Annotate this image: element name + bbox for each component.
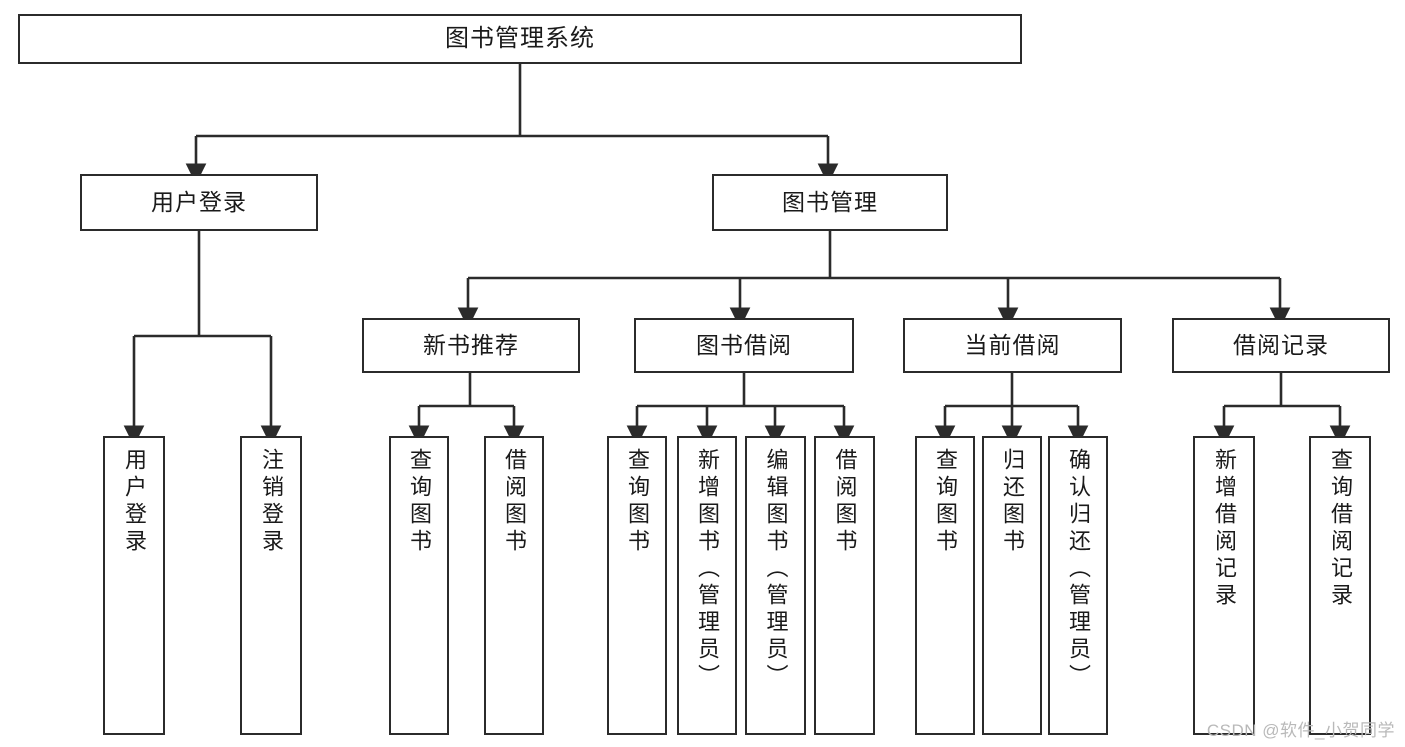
watermark: CSDN @软件_小贺同学 [1206,721,1395,740]
node-leaf-user-login[interactable]: 用户登录 [103,436,165,735]
node-book-borrow[interactable]: 图书借阅 [634,318,854,373]
node-book-manage[interactable]: 图书管理 [712,174,948,231]
node-root[interactable]: 图书管理系统 [18,14,1022,64]
node-current-borrow-label: 当前借阅 [964,331,1061,358]
node-leaf-borrow-book-2-label: 借阅图书 [832,448,858,556]
node-user-login[interactable]: 用户登录 [80,174,318,231]
node-new-book-recommend-label: 新书推荐 [423,331,519,358]
node-leaf-confirm-return-label: 确认归还（管理员） [1066,448,1091,691]
node-leaf-logout[interactable]: 注销登录 [240,436,302,735]
node-leaf-edit-book-label: 编辑图书（管理员） [763,448,789,691]
node-leaf-query-book-3-label: 查询图书 [933,448,958,556]
node-leaf-add-book[interactable]: 新增图书（管理员） [677,436,737,735]
node-root-label: 图书管理系统 [445,24,595,52]
node-leaf-logout-label: 注销登录 [259,448,284,556]
node-book-manage-label: 图书管理 [782,188,878,215]
node-leaf-query-book-3[interactable]: 查询图书 [915,436,975,735]
node-leaf-borrow-book-1[interactable]: 借阅图书 [484,436,544,735]
node-leaf-query-record-label: 查询借阅记录 [1328,448,1353,610]
node-leaf-user-login-label: 用户登录 [122,448,147,556]
node-leaf-confirm-return[interactable]: 确认归还（管理员） [1048,436,1108,735]
node-leaf-query-record[interactable]: 查询借阅记录 [1309,436,1371,735]
node-borrow-record[interactable]: 借阅记录 [1172,318,1390,373]
node-book-borrow-label: 图书借阅 [696,331,792,358]
node-current-borrow[interactable]: 当前借阅 [903,318,1122,373]
node-leaf-return-book[interactable]: 归还图书 [982,436,1042,735]
node-leaf-query-book-2-label: 查询图书 [625,448,650,556]
node-leaf-add-record[interactable]: 新增借阅记录 [1193,436,1255,735]
node-leaf-return-book-label: 归还图书 [1000,448,1025,556]
node-leaf-edit-book[interactable]: 编辑图书（管理员） [745,436,806,735]
node-leaf-borrow-book-2[interactable]: 借阅图书 [814,436,875,735]
node-user-login-label: 用户登录 [151,188,247,215]
node-new-book-recommend[interactable]: 新书推荐 [362,318,580,373]
node-leaf-add-book-label: 新增图书（管理员） [695,448,720,691]
node-borrow-record-label: 借阅记录 [1233,331,1329,358]
node-leaf-borrow-book-1-label: 借阅图书 [502,448,527,556]
node-leaf-query-book-1[interactable]: 查询图书 [389,436,449,735]
node-leaf-query-book-2[interactable]: 查询图书 [607,436,667,735]
node-leaf-add-record-label: 新增借阅记录 [1212,448,1237,610]
node-leaf-query-book-1-label: 查询图书 [407,448,432,556]
